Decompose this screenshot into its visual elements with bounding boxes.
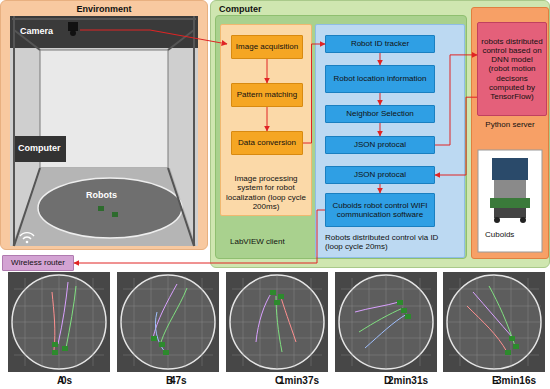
process-box: Robot ID tracker <box>325 35 435 53</box>
node-text: Data conversion <box>238 138 296 147</box>
process-box: Image acquisition <box>231 35 303 59</box>
trajectory-snapshots <box>8 272 545 372</box>
node-text: Neighbor Selection <box>346 109 414 118</box>
flow-arrow <box>380 93 381 105</box>
labview-region: LabVIEW client Image processing system fo… <box>215 15 467 259</box>
flow-arrow <box>267 59 268 83</box>
dnn-model-box: robots distributed control based on DNN … <box>477 22 547 116</box>
flow-arrow <box>380 123 381 136</box>
process-box: Neighbor Selection <box>325 105 435 123</box>
process-box: Robot location information <box>325 65 435 93</box>
robot-control-region: Robots distributed control via ID (loop … <box>315 24 465 258</box>
node-text: JSON protocal <box>354 170 406 179</box>
lab-photo <box>10 16 198 246</box>
node-text: Computer <box>219 4 262 14</box>
wireless-router-box: Wireless router <box>2 255 74 271</box>
node-text: Robot ID tracker <box>351 39 409 48</box>
node-text: Cuboids robot control WIFI communication… <box>329 201 431 219</box>
node-text: JSON protocal <box>354 140 406 149</box>
flow-arrow <box>380 53 381 65</box>
process-box: JSON protocal <box>325 136 435 154</box>
node-text: Python server <box>485 120 534 129</box>
cuboids-robot-photo <box>478 150 542 252</box>
image-processing-region: Image processing system for robot locali… <box>220 24 312 216</box>
node-text: Environment <box>76 4 131 14</box>
node-text: robots distributed control based on DNN … <box>481 37 543 101</box>
process-box: Pattern matching <box>231 83 303 107</box>
flow-arrow <box>303 44 325 143</box>
flow-arrow <box>267 107 268 131</box>
node-text: Cuboids <box>485 230 514 239</box>
flow-arrow <box>380 184 381 193</box>
process-box: JSON protocal <box>325 166 435 184</box>
node-text: Pattern matching <box>237 90 297 99</box>
node-text: Image processing system for robot locali… <box>224 174 308 211</box>
node-text: Robot location information <box>334 74 427 83</box>
flow-arrow <box>74 210 325 263</box>
node-text: Image acquisition <box>236 42 298 51</box>
process-box: Data conversion <box>231 131 303 155</box>
process-box: Cuboids robot control WIFI communication… <box>325 193 435 227</box>
camera-feed-arrow <box>80 30 227 44</box>
flow-arrow <box>435 55 477 145</box>
flow-arrow <box>435 97 477 175</box>
node-text: LabVIEW client <box>230 237 285 246</box>
node-text: Wireless router <box>11 258 65 267</box>
node-text: Robots distributed control via ID (loop … <box>325 233 458 251</box>
